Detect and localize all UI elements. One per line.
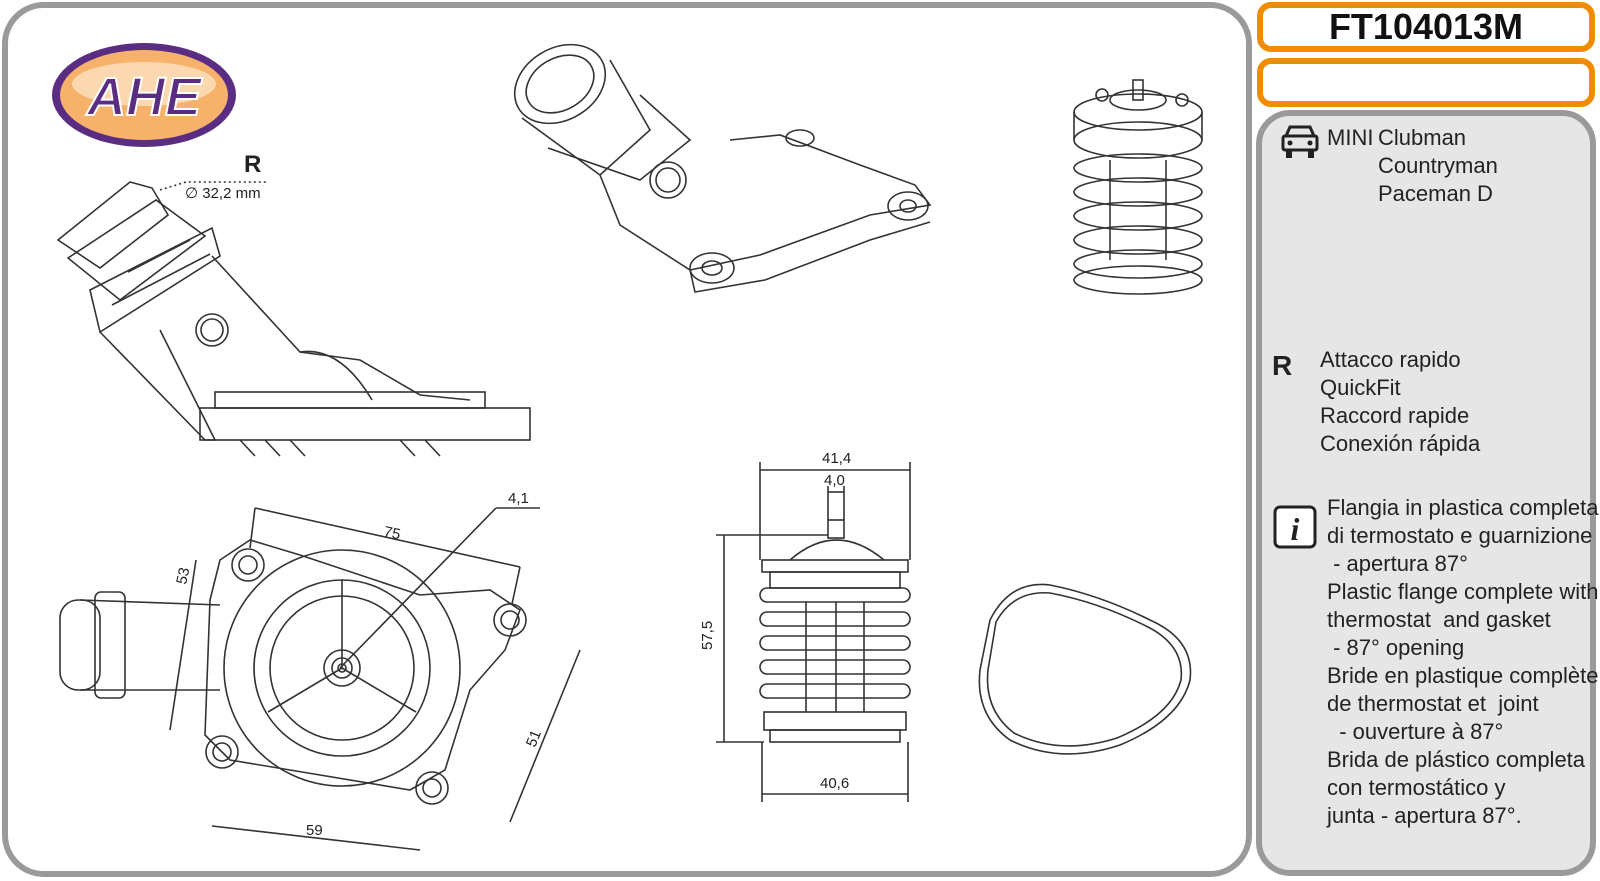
car-icon xyxy=(1281,125,1319,158)
thermostat-isometric-view xyxy=(1073,79,1203,295)
dim-flange-bottom-width: 59 xyxy=(306,822,323,839)
dim-thermostat-top-width: 41,4 xyxy=(822,450,851,467)
quickfit-symbol: R xyxy=(1272,350,1293,381)
quickfit-label-es: Conexión rápida xyxy=(1320,431,1481,456)
housing-side-view xyxy=(56,181,531,457)
info-panel xyxy=(1256,110,1596,876)
description-line: Flangia in plastica completa xyxy=(1327,495,1599,520)
description-line: de thermostat et joint xyxy=(1327,691,1539,716)
technical-drawings: AHE R ∅ 32,2 mm xyxy=(52,43,1203,851)
description-line: Brida de plástico completa xyxy=(1327,747,1586,772)
description-line: - ouverture à 87° xyxy=(1327,719,1504,744)
info-icon: i xyxy=(1273,505,1317,549)
dim-flange-right-height: 51 xyxy=(523,728,545,750)
vehicle-make: MINI xyxy=(1327,125,1374,150)
product-code: FT104013M xyxy=(1257,2,1595,52)
dim-flange-left-height: 53 xyxy=(173,566,193,586)
description-line: thermostat and gasket xyxy=(1327,607,1551,632)
dim-thermostat-pin-width: 4,0 xyxy=(824,472,845,489)
flange-top-view xyxy=(59,539,527,805)
quickfit-label-en: QuickFit xyxy=(1320,375,1401,400)
description-line: junta - apertura 87°. xyxy=(1327,803,1522,828)
dim-thermostat-bottom-width: 40,6 xyxy=(820,775,849,792)
quickfit-label-it: Attacco rapido xyxy=(1320,347,1461,372)
ahe-logo: AHE xyxy=(52,43,236,147)
description-line: con termostático y xyxy=(1327,775,1506,800)
description-line: - apertura 87° xyxy=(1327,551,1468,576)
description-line: Plastic flange complete with xyxy=(1327,579,1599,604)
connector-mark: R xyxy=(244,151,261,178)
vehicle-model-1: Clubman xyxy=(1378,125,1467,150)
description-line: di termostato e guarnizione xyxy=(1327,523,1593,548)
svg-text:AHE: AHE xyxy=(85,67,203,127)
quickfit-label-fr: Raccord rapide xyxy=(1320,403,1470,428)
vehicle-model-2: Countryman xyxy=(1378,153,1498,178)
gasket-view xyxy=(978,583,1192,755)
description-line: Bride en plastique complète xyxy=(1327,663,1599,688)
housing-isometric-view xyxy=(513,43,932,293)
connector-diameter: ∅ 32,2 mm xyxy=(185,185,261,202)
dim-thermostat-height: 57,5 xyxy=(699,621,716,650)
dim-flange-hole: 4,1 xyxy=(508,490,529,507)
svg-text:i: i xyxy=(1291,511,1300,547)
vehicle-model-3: Paceman D xyxy=(1378,181,1493,206)
blank-box xyxy=(1257,58,1595,107)
thermostat-side-view xyxy=(759,519,911,743)
description-line: - 87° opening xyxy=(1327,635,1465,660)
dim-flange-width: 75 xyxy=(382,523,402,543)
